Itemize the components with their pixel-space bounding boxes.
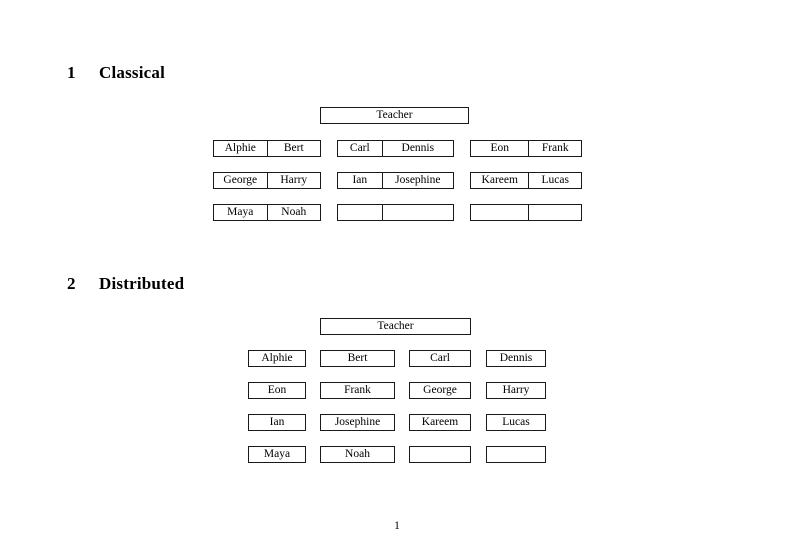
distributed-seat[interactable]: Kareem — [409, 414, 471, 431]
classical-group-3-row-3[interactable] — [470, 204, 582, 221]
classical-seat[interactable]: Carl — [349, 142, 370, 154]
distributed-seat[interactable]: Maya — [248, 446, 306, 463]
classical-seat[interactable]: Ian — [352, 174, 368, 186]
distributed-seat[interactable]: Alphie — [248, 350, 306, 367]
distributed-seat[interactable]: Lucas — [486, 414, 546, 431]
distributed-seat[interactable]: Frank — [320, 382, 395, 399]
distributed-seat[interactable]: Ian — [248, 414, 306, 431]
classical-group-2-row-2[interactable]: Ian Josephine — [337, 172, 454, 189]
classical-seat[interactable]: Dennis — [381, 141, 453, 156]
section-number: 2 — [67, 274, 76, 293]
classical-group-2-row-1[interactable]: Carl Dennis — [337, 140, 454, 157]
distributed-seat[interactable]: Bert — [320, 350, 395, 367]
page-number: 1 — [394, 520, 400, 532]
classical-group-2-row-3[interactable] — [337, 204, 454, 221]
classical-seat[interactable]: Bert — [266, 141, 321, 156]
section-heading-distributed: 2 Distributed — [67, 274, 184, 294]
distributed-seat[interactable]: Harry — [486, 382, 546, 399]
classical-seat[interactable]: Lucas — [528, 173, 581, 188]
classical-seat[interactable]: Alphie — [224, 142, 256, 154]
distributed-seat[interactable]: Dennis — [486, 350, 546, 367]
classical-teacher-box[interactable]: Teacher — [320, 107, 469, 124]
classical-seat[interactable]: Maya — [227, 206, 254, 218]
distributed-seat[interactable]: Carl — [409, 350, 471, 367]
section-heading-classical: 1 Classical — [67, 63, 165, 83]
classical-seat[interactable]: George — [223, 174, 258, 186]
classical-seat[interactable]: Josephine — [381, 173, 453, 188]
classical-seat[interactable]: Frank — [528, 141, 581, 156]
classical-seat[interactable]: Harry — [266, 173, 321, 188]
classical-group-3-row-2[interactable]: Kareem Lucas — [470, 172, 582, 189]
section-number: 1 — [67, 63, 76, 82]
distributed-seat[interactable]: Josephine — [320, 414, 395, 431]
classical-seat[interactable] — [528, 205, 581, 220]
distributed-teacher-box[interactable]: Teacher — [320, 318, 471, 335]
classical-group-3-row-1[interactable]: Eon Frank — [470, 140, 582, 157]
classical-seat[interactable] — [471, 205, 528, 220]
distributed-seat[interactable] — [486, 446, 546, 463]
classical-group-1-row-3[interactable]: Maya Noah — [213, 204, 321, 221]
distributed-seat[interactable]: George — [409, 382, 471, 399]
classical-group-1-row-2[interactable]: George Harry — [213, 172, 321, 189]
classical-group-1-row-1[interactable]: Alphie Bert — [213, 140, 321, 157]
distributed-seat[interactable]: Eon — [248, 382, 306, 399]
distributed-seat[interactable] — [409, 446, 471, 463]
classical-seat[interactable]: Kareem — [481, 174, 518, 186]
classical-seat[interactable]: Eon — [490, 142, 509, 154]
distributed-seat[interactable]: Noah — [320, 446, 395, 463]
classical-seat[interactable] — [381, 205, 453, 220]
section-title: Classical — [99, 63, 166, 82]
classical-seat[interactable]: Noah — [266, 205, 321, 220]
classical-seat[interactable] — [338, 205, 382, 220]
section-title: Distributed — [99, 274, 185, 293]
